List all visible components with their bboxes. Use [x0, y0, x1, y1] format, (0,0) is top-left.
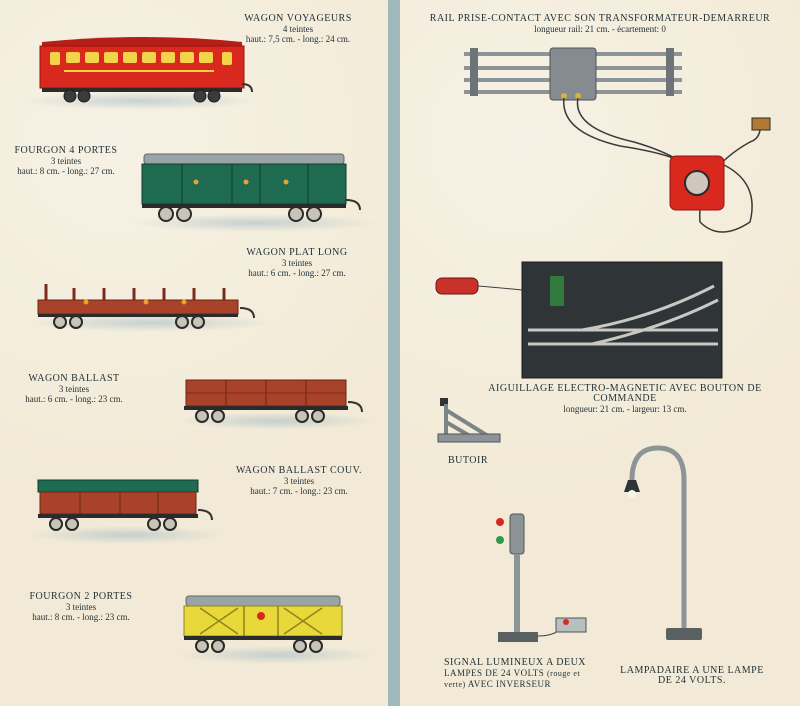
- caption-dims: haut.: 7,5 cm. - long.: 24 cm.: [245, 34, 351, 44]
- shadow: [26, 526, 226, 544]
- wagon-ballast-caption: WAGON BALLAST 3 teintes haut.: 6 cm. - l…: [14, 373, 134, 405]
- caption-title: BUTOIR: [447, 455, 489, 466]
- caption-dims: haut.: 8 cm. - long.: 27 cm.: [17, 166, 115, 176]
- caption-dims: haut.: 7 cm. - long.: 23 cm.: [250, 486, 348, 496]
- rail-prise-contact-illustration: [464, 47, 771, 233]
- aiguillage-caption: AIGUILLAGE ELECTRO-MAGNETIC AVEC BOUTON …: [460, 383, 790, 415]
- signal-lumineux-caption: SIGNAL LUMINEUX A DEUX LAMPES DE 24 VOLT…: [444, 658, 606, 690]
- caption-dims: haut.: 8 cm. - long.: 23 cm.: [32, 612, 130, 622]
- lampadaire-caption: LAMPADAIRE A UNE LAMPE DE 24 VOLTS.: [608, 666, 776, 686]
- right-page: RAIL PRISE-CONTACT AVEC SON TRANSFORMATE…: [400, 0, 800, 706]
- caption-dims: haut.: 6 cm. - long.: 23 cm.: [25, 394, 123, 404]
- wagon-ballast-couv-caption: WAGON BALLAST COUV. 3 teintes haut.: 7 c…: [218, 465, 380, 497]
- caption-line2: LAMPES DE 24 VOLTS: [444, 668, 545, 678]
- caption-title: FOURGON 2 PORTES: [29, 591, 133, 602]
- caption-dims: longueur: 21 cm. - largeur: 13 cm.: [563, 404, 687, 414]
- shadow: [176, 412, 376, 430]
- caption-line1: LAMPADAIRE A UNE LAMPE: [620, 665, 764, 676]
- butoir-caption: BUTOIR: [438, 456, 498, 466]
- caption-title: FOURGON 4 PORTES: [14, 145, 118, 156]
- caption-subtitle: 4 teintes: [282, 24, 314, 34]
- caption-line2-note: (rouge et: [547, 669, 581, 678]
- caption-title: WAGON PLAT LONG: [246, 247, 348, 258]
- caption-line2: DE 24 VOLTS.: [658, 675, 726, 686]
- caption-title: WAGON VOYAGEURS: [244, 13, 352, 24]
- caption-line2-wrap: LAMPES DE 24 VOLTS (rouge et: [444, 668, 606, 679]
- wagon-voyageurs-caption: WAGON VOYAGEURS 4 teintes haut.: 7,5 cm.…: [228, 13, 368, 45]
- caption-line3-wrap: verte) AVEC INVERSEUR: [444, 679, 606, 690]
- wagon-ballast-illustration: [184, 379, 363, 423]
- caption-line1: SIGNAL LUMINEUX A DEUX: [444, 657, 587, 668]
- aiguillage-illustration: [435, 261, 723, 379]
- signal-lumineux-illustration: [496, 513, 587, 642]
- caption-subtitle: 3 teintes: [50, 156, 82, 166]
- wagon-plat-long-illustration: [37, 284, 255, 329]
- shadow: [26, 314, 276, 332]
- caption-title: WAGON BALLAST COUV.: [235, 465, 363, 476]
- wagon-plat-long-caption: WAGON PLAT LONG 3 teintes haut.: 6 cm. -…: [222, 247, 372, 279]
- caption-title: RAIL PRISE-CONTACT AVEC SON TRANSFORMATE…: [429, 13, 771, 24]
- caption-dims: haut.: 6 cm. - long.: 27 cm.: [248, 268, 346, 278]
- wagon-voyageurs-illustration: [39, 37, 253, 103]
- left-page: WAGON VOYAGEURS 4 teintes haut.: 7,5 cm.…: [0, 0, 388, 706]
- caption-title: AIGUILLAGE ELECTRO-MAGNETIC AVEC BOUTON …: [488, 383, 762, 404]
- lampadaire-illustration: [624, 445, 702, 640]
- shadow: [176, 646, 376, 664]
- caption-subtitle: 3 teintes: [283, 476, 315, 486]
- fourgon-2-portes-caption: FOURGON 2 PORTES 3 teintes haut.: 8 cm. …: [6, 591, 156, 623]
- rail-prise-contact-caption: RAIL PRISE-CONTACT AVEC SON TRANSFORMATE…: [426, 13, 774, 35]
- caption-line3-note: verte): [444, 680, 466, 689]
- caption-line3: AVEC INVERSEUR: [467, 679, 552, 689]
- fourgon-2-portes-illustration: [183, 595, 343, 653]
- caption-subtitle: 3 teintes: [281, 258, 313, 268]
- fourgon-4-portes-illustration: [141, 153, 361, 222]
- wagon-ballast-couv-illustration: [37, 479, 213, 531]
- caption-dims: longueur rail: 21 cm. - écartement: 0: [534, 24, 666, 34]
- butoir-illustration: [437, 398, 501, 443]
- fourgon-4-portes-caption: FOURGON 4 PORTES 3 teintes haut.: 8 cm. …: [6, 145, 126, 177]
- caption-subtitle: 3 teintes: [65, 602, 97, 612]
- caption-title: WAGON BALLAST: [28, 373, 120, 384]
- caption-subtitle: 3 teintes: [58, 384, 90, 394]
